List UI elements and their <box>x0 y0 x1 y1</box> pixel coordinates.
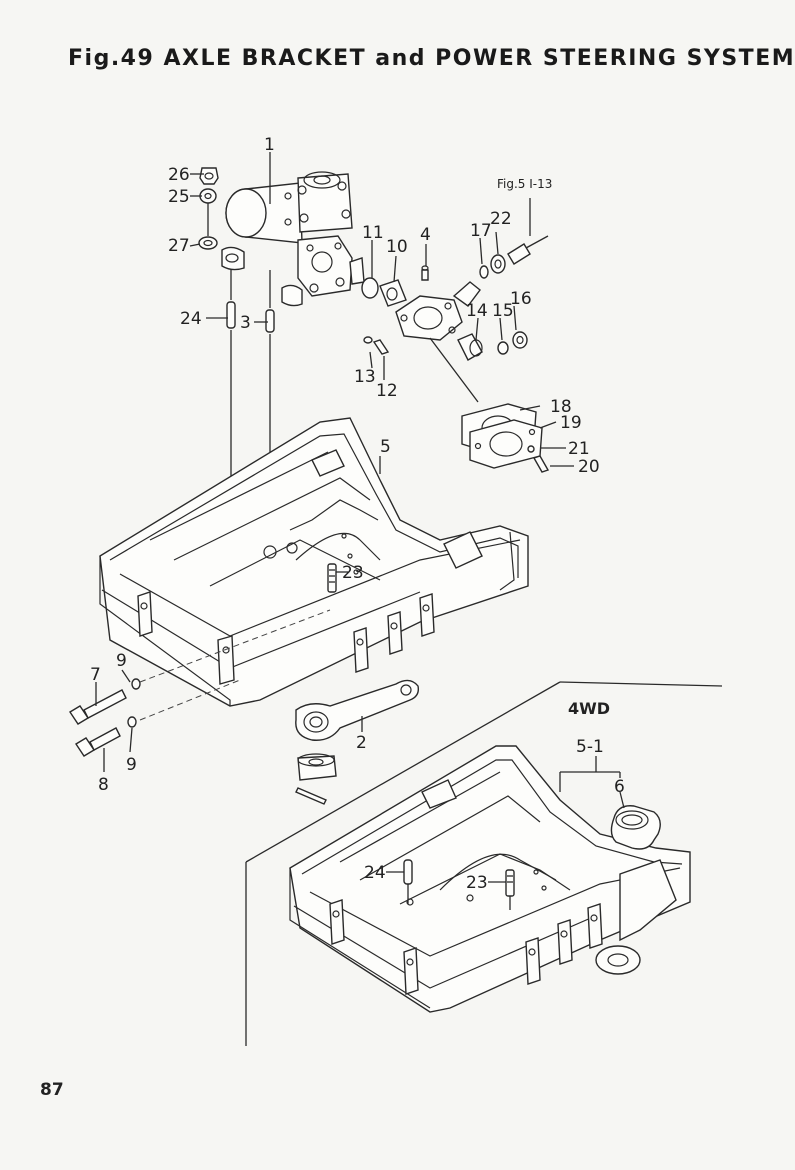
callout-14: 14 <box>466 301 488 321</box>
dowel-pin-24 <box>226 301 236 329</box>
shaft-fig51 <box>507 235 549 265</box>
dowel-pin-24-4wd <box>403 859 413 885</box>
callout-22: 22 <box>490 209 512 229</box>
callout-5-1: 5-1 <box>576 737 604 757</box>
stud-23-4wd <box>505 869 515 897</box>
o-ring-11 <box>361 277 379 299</box>
callout-13: 13 <box>354 367 376 387</box>
callout-8: 8 <box>98 775 109 795</box>
callout-26: 26 <box>168 165 190 185</box>
callout-7: 7 <box>90 665 101 685</box>
callout-6: 6 <box>614 777 625 797</box>
grease-nipple-4 <box>421 265 429 281</box>
coupling-10 <box>379 279 407 307</box>
callout-11: 11 <box>362 223 384 243</box>
callout-19: 19 <box>560 413 582 433</box>
steering-arm-2 <box>295 679 420 741</box>
bolt-20 <box>532 455 550 473</box>
nut-26 <box>199 167 219 185</box>
ref-note-fig51: Fig.5 I-13 <box>497 177 552 191</box>
leader-lines <box>95 152 625 883</box>
seal-22 <box>490 254 506 274</box>
figure-title: Fig.49 AXLE BRACKET and POWER STEERING S… <box>68 46 795 71</box>
callout-9-upper: 9 <box>116 651 127 671</box>
callout-3: 3 <box>240 313 251 333</box>
cotter-pin <box>295 787 327 805</box>
callout-1: 1 <box>264 135 275 155</box>
callout-18: 18 <box>550 397 572 417</box>
page-number: 87 <box>40 1080 64 1100</box>
callout-27: 27 <box>168 236 190 256</box>
callout-25: 25 <box>168 187 190 207</box>
washer-25 <box>199 188 217 204</box>
callout-2: 2 <box>356 733 367 753</box>
callout-20: 20 <box>578 457 600 477</box>
callout-12: 12 <box>376 381 398 401</box>
axle-bracket-4wd-5-1 <box>289 745 691 1013</box>
variant-label-4wd: 4WD <box>568 699 610 718</box>
axle-bracket-5 <box>99 417 529 707</box>
callout-9-lower: 9 <box>126 755 137 775</box>
cover-plate-19 <box>469 419 543 469</box>
snap-ring-17 <box>479 265 489 279</box>
dowel-pin-3 <box>265 309 275 333</box>
bearing-15 <box>497 341 509 355</box>
callout-23: 23 <box>342 563 364 583</box>
callout-24-4wd: 24 <box>364 863 386 883</box>
washer-9-lower <box>127 716 137 728</box>
nut-16 <box>512 331 528 349</box>
washer-9-upper <box>131 678 141 690</box>
callout-4: 4 <box>420 225 431 245</box>
castle-nut <box>297 753 337 781</box>
washer-27 <box>198 236 218 250</box>
bolt-12 <box>372 339 390 355</box>
callout-23-4wd: 23 <box>466 873 488 893</box>
steering-gear-box <box>221 171 365 307</box>
washer-21 <box>527 445 535 453</box>
callout-15: 15 <box>492 301 514 321</box>
callout-21: 21 <box>568 439 590 459</box>
stud-23 <box>327 563 337 593</box>
bushing-6 <box>610 805 661 850</box>
callout-16: 16 <box>510 289 532 309</box>
callout-5: 5 <box>380 437 391 457</box>
gear-14 <box>457 333 483 361</box>
callout-17: 17 <box>470 221 492 241</box>
bolt-7 <box>69 689 127 725</box>
cover-housing <box>395 281 481 341</box>
callout-24: 24 <box>180 309 202 329</box>
bolt-8 <box>75 727 121 757</box>
callout-10: 10 <box>386 237 408 257</box>
washer-13 <box>363 336 373 344</box>
